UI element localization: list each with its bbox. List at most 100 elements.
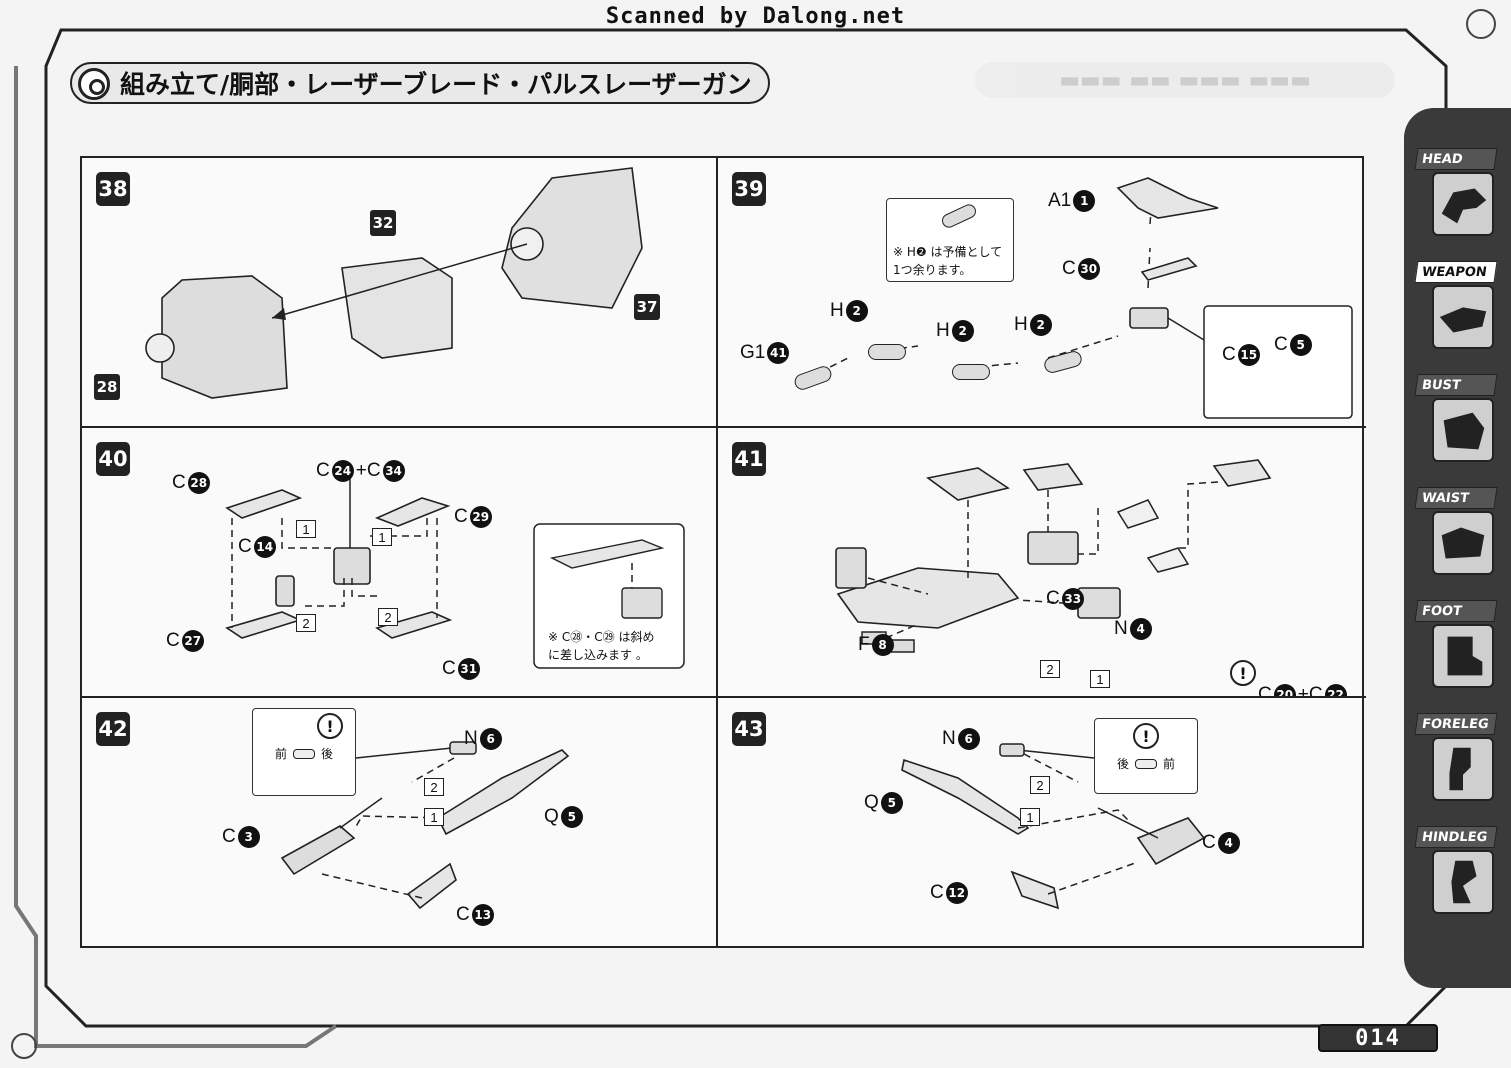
- part-number: 32: [370, 210, 396, 236]
- column-divider: [716, 158, 718, 948]
- tab-head-label: HEAD: [1414, 148, 1498, 170]
- page-title: 組み立て/胴部・レーザーブレード・パルスレーザーガン: [120, 70, 752, 99]
- tab-waist-label: WAIST: [1414, 487, 1498, 509]
- part-label: 28: [94, 374, 120, 400]
- sequence-box: 1: [296, 520, 316, 538]
- back-label: 後: [321, 747, 334, 761]
- peg-drawing: [293, 749, 315, 759]
- tab-weapon-label: WEAPON: [1414, 261, 1498, 283]
- foot-icon: [1432, 624, 1494, 688]
- angle-note: ※ C㉘・C㉙ は斜め に差し込みます 。: [542, 624, 676, 668]
- note-line: ※ C㉘・C㉙ は斜め: [548, 630, 655, 644]
- step-40: 40 1 1 2 2 ※ C㉘・C㉙ は斜め に差し込みます 。: [82, 428, 718, 698]
- tab-waist[interactable]: WAIST: [1410, 483, 1505, 583]
- step-number: 42: [96, 712, 130, 746]
- sequence-box: 2: [1030, 776, 1050, 794]
- gear-icon: [78, 68, 110, 100]
- row-divider: [82, 696, 1362, 698]
- step-39-diagram: [797, 177, 1353, 419]
- sequence-box: 2: [1040, 660, 1060, 678]
- orientation-note: ! 後 前: [1094, 718, 1198, 794]
- part-number: 37: [634, 294, 660, 320]
- peg-drawing: [1135, 759, 1157, 769]
- note-line: に差し込みます 。: [548, 648, 648, 662]
- warning-icon: !: [1230, 660, 1256, 686]
- tab-foreleg-label: FORELEG: [1414, 713, 1498, 735]
- sequence-box: 1: [1090, 670, 1110, 688]
- step-38: 38 32 37 28: [82, 158, 718, 428]
- part-h2: [868, 344, 906, 360]
- step-38-diagram: [145, 167, 643, 399]
- scan-credit: Scanned by Dalong.net: [605, 4, 906, 29]
- sequence-box: 1: [372, 528, 392, 546]
- step-41: 41 ! 2 1 C33 F8 N4 C20+C22 C35: [718, 428, 1366, 698]
- tab-bust[interactable]: BUST: [1410, 370, 1505, 470]
- step-number: 39: [732, 172, 766, 206]
- tab-head[interactable]: HEAD: [1410, 144, 1505, 244]
- tab-foreleg[interactable]: FORELEG: [1410, 709, 1505, 809]
- ghost-title-bleedthrough: ▬▬▬ ▬▬▬ ▬▬ ▬▬▬: [975, 62, 1395, 98]
- row-divider: [82, 426, 1362, 428]
- spare-part-note: ※ H❷ は予備として 1つ余ります。: [886, 198, 1014, 282]
- step-number: 40: [96, 442, 130, 476]
- tab-foot[interactable]: FOOT: [1410, 596, 1505, 696]
- step-40-diagram: [225, 468, 685, 669]
- tab-bust-label: BUST: [1414, 374, 1498, 396]
- bust-icon: [1432, 398, 1494, 462]
- title-bar: 組み立て/胴部・レーザーブレード・パルスレーザーガン: [70, 62, 770, 104]
- part-h2: [952, 364, 990, 380]
- tab-hindleg[interactable]: HINDLEG: [1410, 822, 1505, 922]
- warning-icon: !: [1133, 723, 1159, 749]
- step-number: 43: [732, 712, 766, 746]
- back-label: 後: [1116, 757, 1129, 771]
- part-number: 28: [94, 374, 120, 400]
- sequence-box: 2: [378, 608, 398, 626]
- step-43-diagram: [901, 743, 1206, 910]
- tab-foot-label: FOOT: [1414, 600, 1498, 622]
- part-label: 37: [634, 294, 660, 320]
- tab-weapon[interactable]: WEAPON: [1410, 257, 1505, 357]
- part-label: 32: [370, 210, 396, 236]
- warning-icon: !: [317, 713, 343, 739]
- sequence-box: 2: [296, 614, 316, 632]
- hindleg-icon: [1432, 850, 1494, 914]
- step-41-diagram: [835, 459, 1272, 653]
- sequence-box: 1: [1020, 808, 1040, 826]
- sequence-box: 1: [424, 808, 444, 826]
- step-number: 38: [96, 172, 130, 206]
- tab-hindleg-label: HINDLEG: [1414, 826, 1498, 848]
- head-icon: [1432, 172, 1494, 236]
- page-number: 014: [1318, 1024, 1438, 1052]
- sequence-box: 2: [424, 778, 444, 796]
- orientation-note: ! 前 後: [252, 708, 356, 796]
- note-line: 1つ余ります。: [893, 263, 972, 277]
- waist-icon: [1432, 511, 1494, 575]
- step-number: 41: [732, 442, 766, 476]
